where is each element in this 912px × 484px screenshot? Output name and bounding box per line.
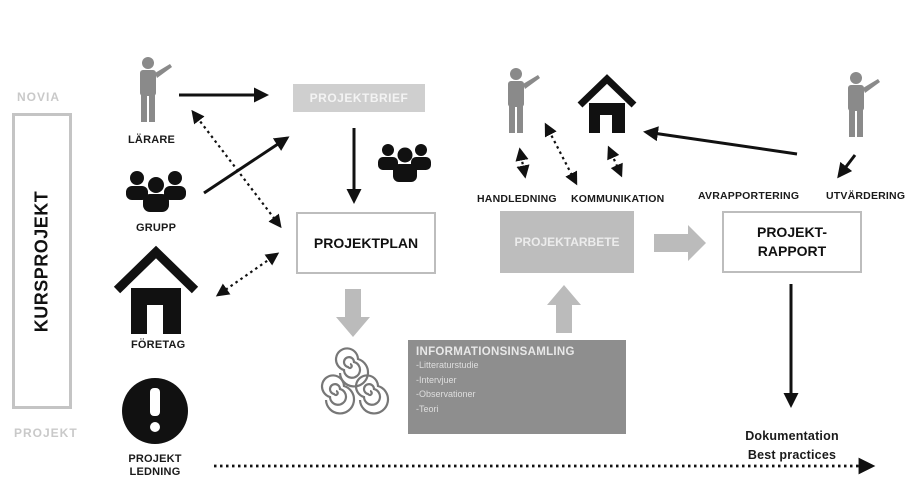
grey-block-arrows xyxy=(336,225,706,337)
dotted-arrows xyxy=(191,109,876,475)
novia-label: NOVIA xyxy=(17,90,61,104)
info-title: INFORMATIONSINSAMLING xyxy=(416,346,575,358)
foretag-label: FÖRETAG xyxy=(131,339,186,351)
info-item: -Intervjuer xyxy=(416,374,457,385)
team-icon xyxy=(378,144,431,182)
informationsinsamling-box: INFORMATIONSINSAMLING -Litteraturstudie … xyxy=(408,340,626,434)
info-item: -Litteraturstudie xyxy=(416,360,479,370)
projektrapport-box: PROJEKT- RAPPORT xyxy=(722,211,862,273)
communication-house-icon xyxy=(577,74,637,133)
dokumentation-text: Dokumentation xyxy=(745,429,839,443)
kommunikation-label: KOMMUNIKATION xyxy=(571,193,665,205)
handledning-label: HANDLEDNING xyxy=(477,193,557,205)
kursprojekt-label: KURSPROJEKT xyxy=(31,190,52,332)
documentation-label: Dokumentation Best practices xyxy=(722,427,862,465)
best-practices-text: Best practices xyxy=(747,448,837,462)
spiral-icon xyxy=(320,347,390,415)
projektledning-line-1: PROJEKT xyxy=(128,453,182,465)
projektbrief-box: PROJEKTBRIEF xyxy=(293,84,425,112)
rapport-line-1: PROJEKT- xyxy=(756,224,827,240)
projektarbete-box: PROJEKTARBETE xyxy=(500,211,634,273)
projektplan-box: PROJEKTPLAN xyxy=(296,212,436,274)
group-icon xyxy=(126,171,186,212)
company-house-icon xyxy=(113,245,199,334)
larare-label: LÄRARE xyxy=(128,134,176,146)
grupp-label: GRUPP xyxy=(136,222,177,234)
teacher-person-icon xyxy=(140,57,172,122)
rapport-line-2: RAPPORT xyxy=(757,243,827,259)
kursprojekt-box: KURSPROJEKT xyxy=(12,113,72,409)
evaluator-person-icon xyxy=(848,72,880,137)
supervisor-person-icon xyxy=(508,68,540,133)
utvardering-label: UTVÄRDERING xyxy=(826,190,906,202)
info-item: -Teori xyxy=(416,403,439,414)
exclamation-icon xyxy=(122,378,188,444)
projektledning-label: PROJEKT LEDNING xyxy=(120,453,190,479)
avrapportering-label: AVRAPPORTERING xyxy=(698,190,800,202)
info-item: -Observationer xyxy=(416,389,476,399)
projektledning-line-2: LEDNING xyxy=(129,466,181,478)
projekt-faint-label: PROJEKT xyxy=(14,426,78,440)
